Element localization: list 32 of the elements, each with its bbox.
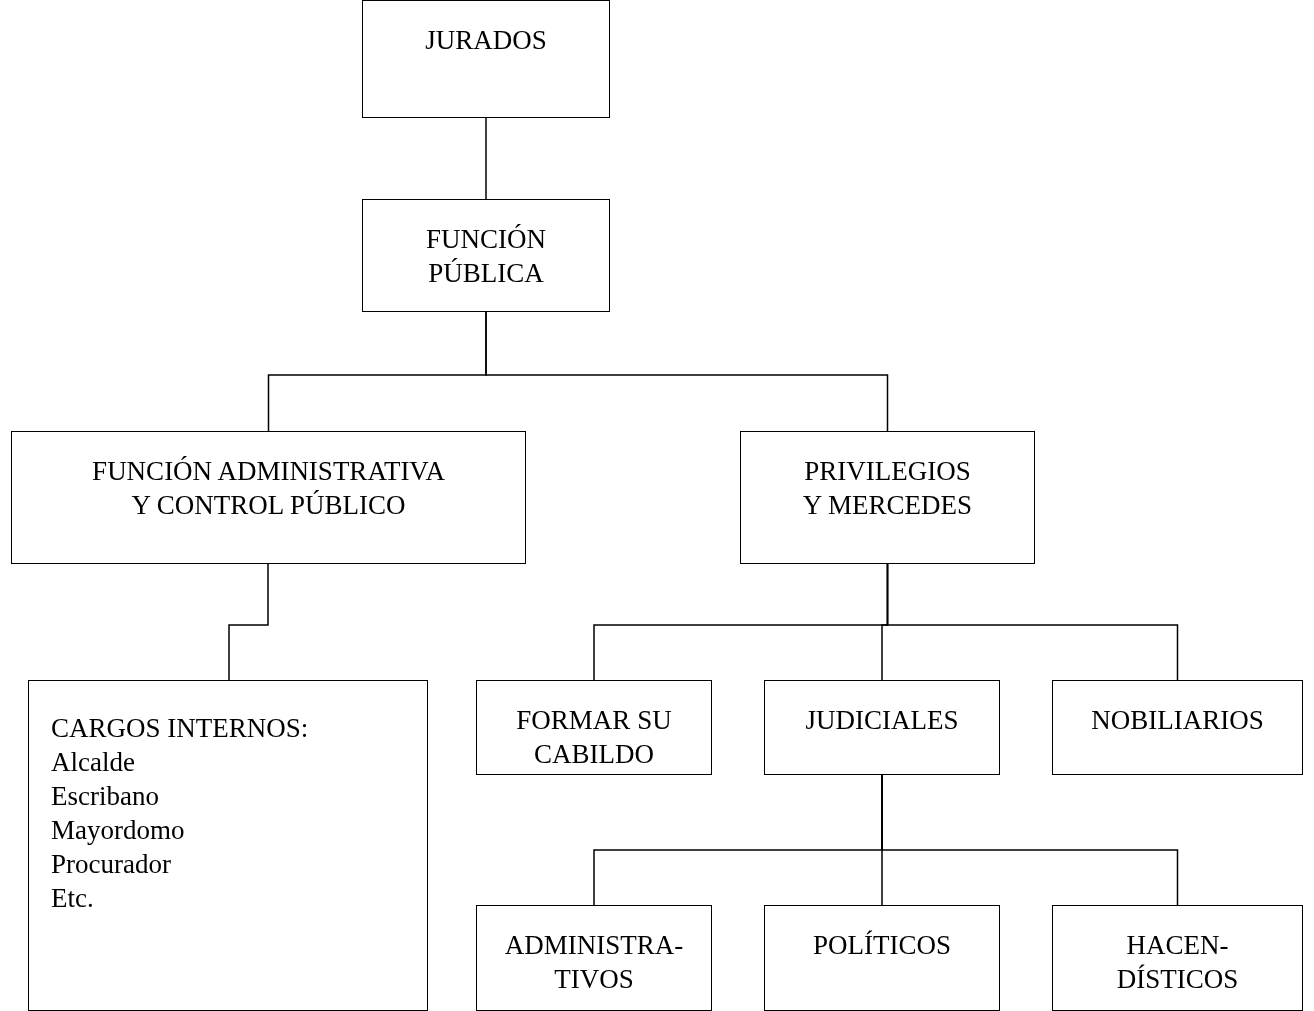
connector-line [228,563,269,681]
org-box [362,0,610,118]
list-heading: CARGOS INTERNOS: [51,712,309,745]
list-item: Etc. [51,882,94,915]
box-label: JURADOS [425,24,547,57]
org-box [764,905,1000,1011]
connector-line [881,774,1179,906]
org-box [764,680,1000,775]
connector-line [485,311,889,432]
org-box [11,431,526,564]
org-box [1052,680,1303,775]
org-box [28,680,428,1011]
org-box [476,680,712,775]
list-item: Alcalde [51,746,135,779]
box-label: JUDICIALES [805,704,959,737]
connector-line [886,563,1179,681]
list-item: Escribano [51,780,159,813]
org-box [1052,905,1303,1011]
box-label: POLÍTICOS [813,929,951,962]
box-label: ADMINISTRA- TIVOS [503,929,685,996]
box-label: FUNCIÓN PÚBLICA [425,223,547,290]
list-item: Procurador [51,848,171,881]
box-label: FORMAR SU CABILDO [515,704,673,771]
box-label: FUNCIÓN ADMINISTRATIVA Y CONTROL PÚBLICO [91,455,446,522]
box-label: HACEN- DÍSTICOS [1115,929,1240,996]
org-box [740,431,1035,564]
box-label: PRIVILEGIOS Y MERCEDES [801,455,974,522]
box-label: NOBILIARIOS [1091,704,1264,737]
org-box [476,905,712,1011]
connector-line [485,117,487,200]
org-box [362,199,610,312]
list-item: Mayordomo [51,814,185,847]
